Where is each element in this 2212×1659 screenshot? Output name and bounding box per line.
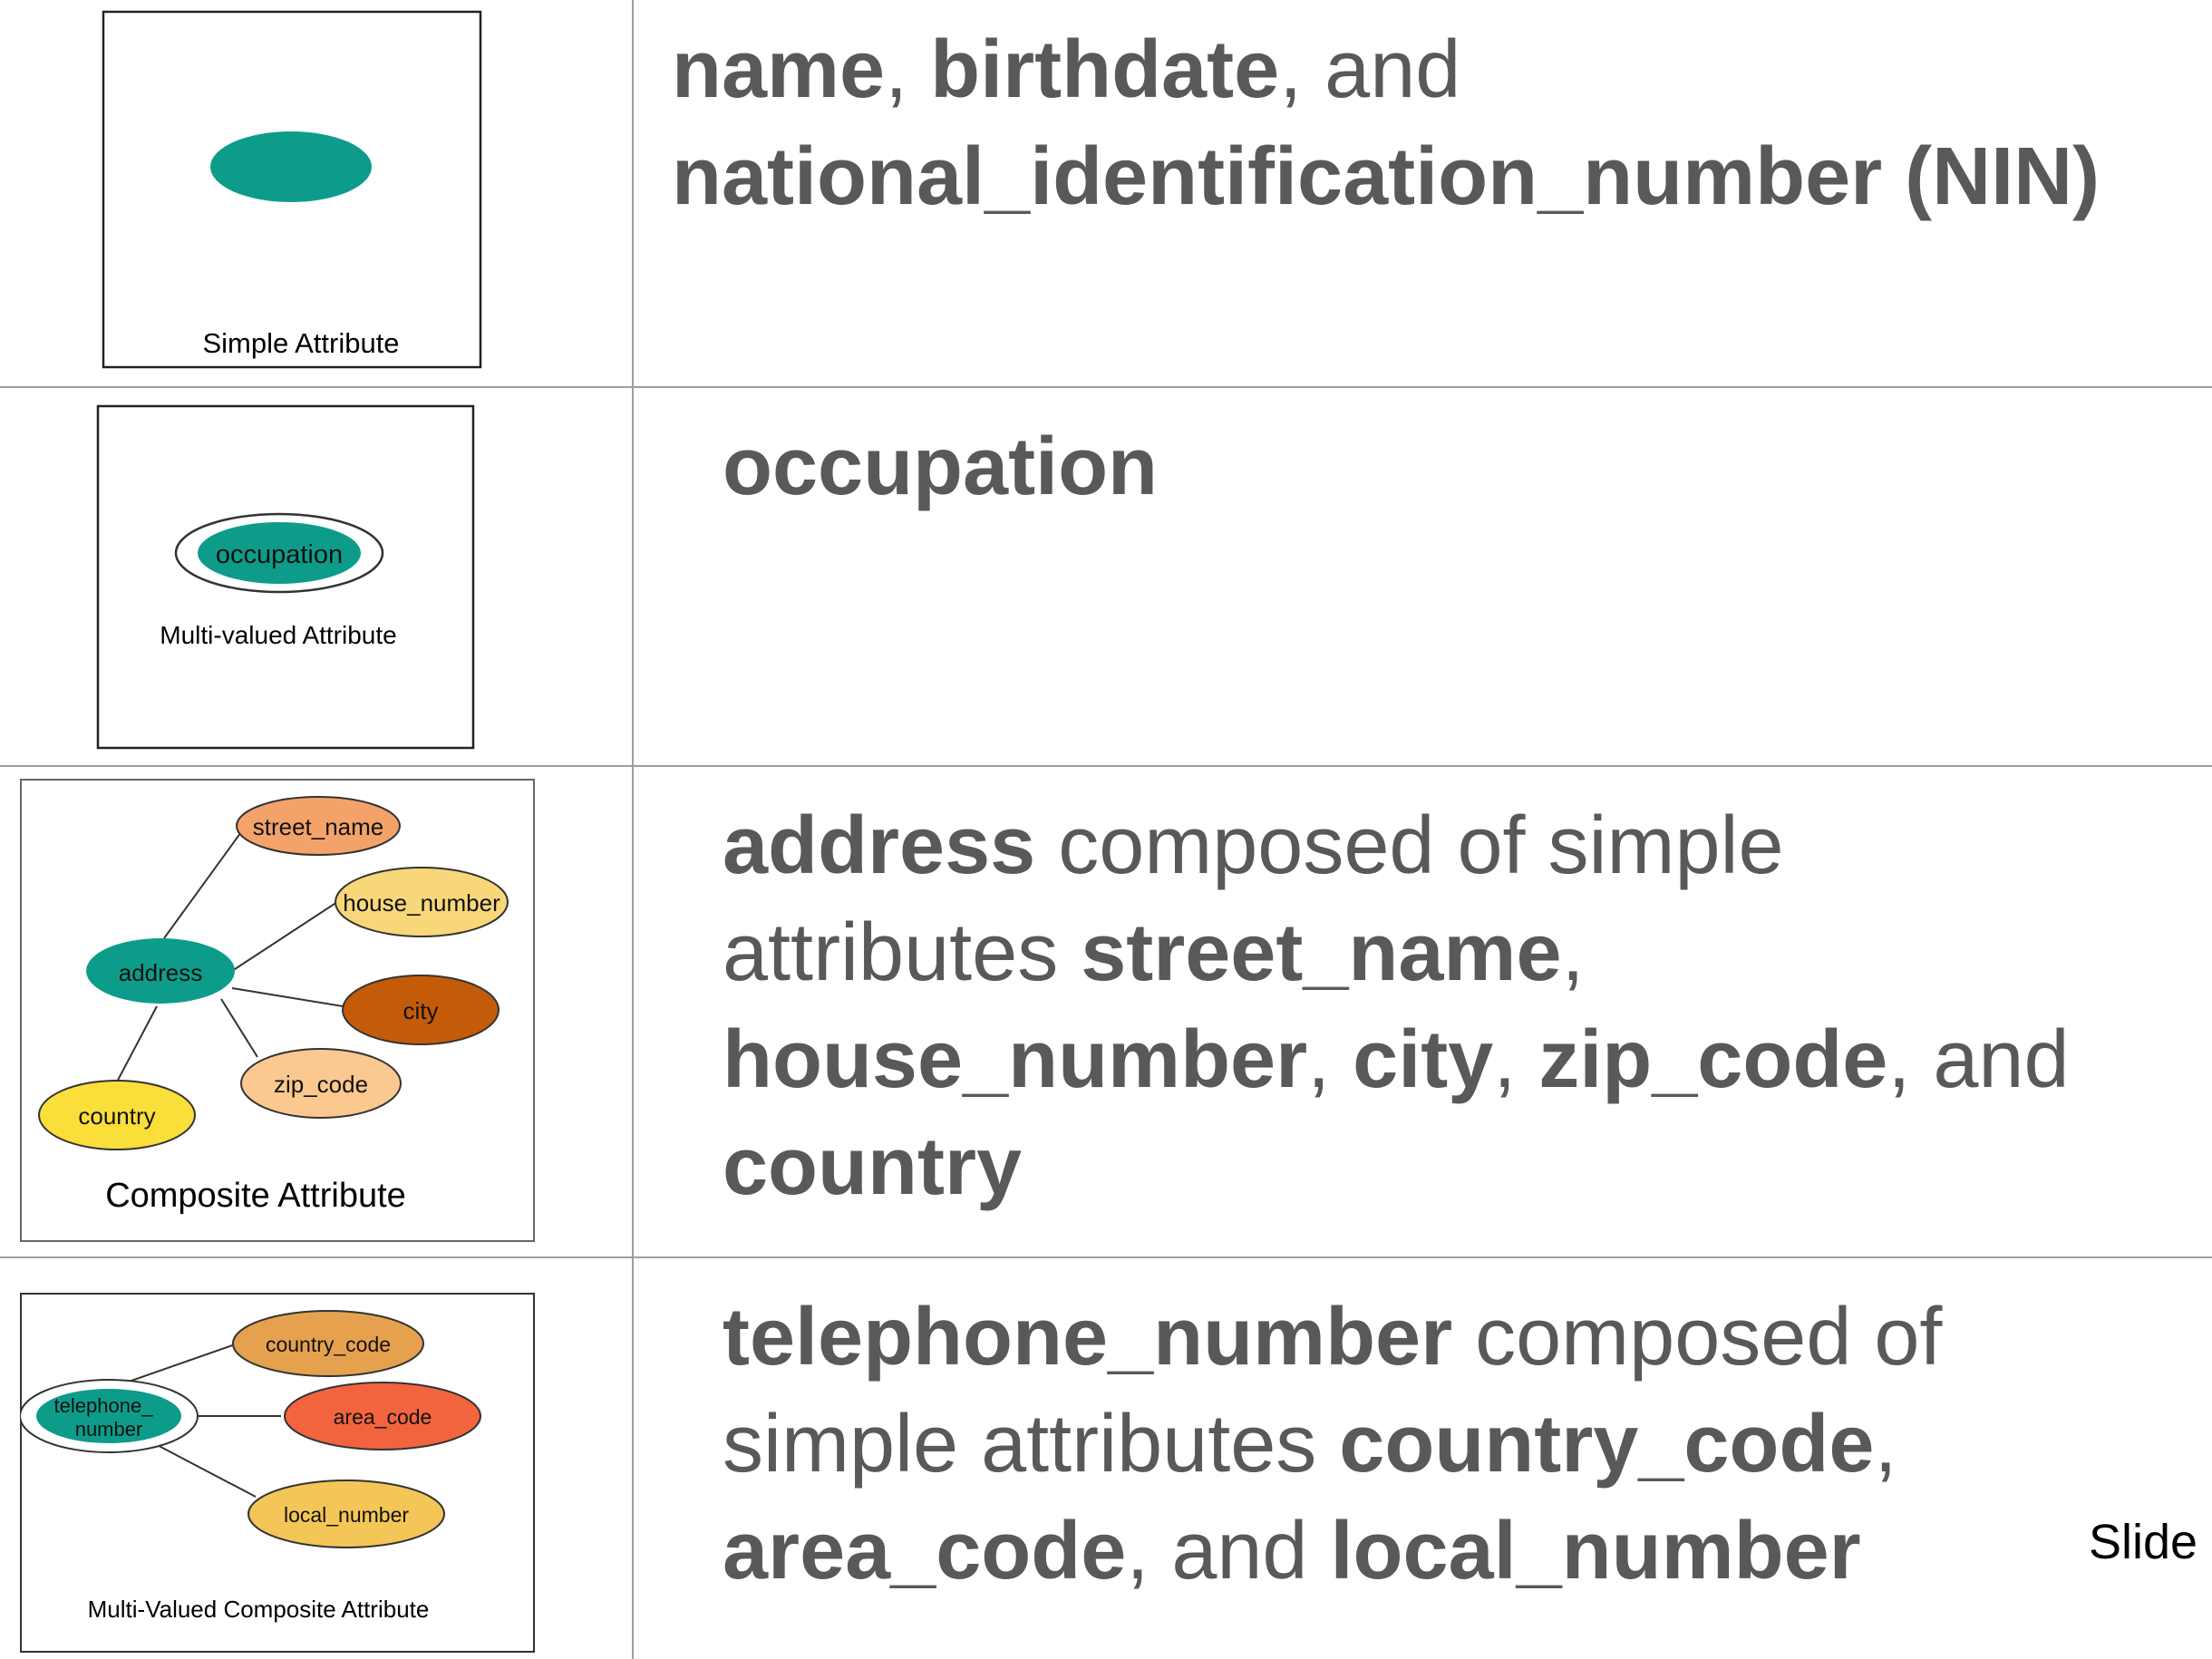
slide-label: Slide	[2089, 1515, 2198, 1569]
country-node	[38, 1080, 196, 1150]
zip-code-node-label: zip_code	[274, 1071, 368, 1098]
street-name-node	[236, 796, 401, 856]
multivalued-composite-attribute-figure: telephone_ number country_code area_code…	[20, 1293, 535, 1653]
occupation-node-label: occupation	[216, 540, 343, 569]
house-number-node-label: house_number	[343, 889, 500, 917]
term-street-name: street_name	[1081, 907, 1562, 998]
term-birthdate: birthdate	[930, 24, 1280, 115]
figure-caption: Multi-valued Attribute	[160, 621, 396, 649]
city-node-label: city	[403, 997, 439, 1024]
telephone-node-label-line2: number	[75, 1418, 143, 1441]
term-city: city	[1353, 1014, 1494, 1105]
row-divider-2	[0, 765, 2212, 767]
zip-code-node	[240, 1048, 402, 1119]
simple-attribute-figure: Simple Attribute	[102, 10, 482, 369]
term-house-number: house_number	[723, 1014, 1308, 1105]
connector-lines	[113, 825, 349, 1088]
multivalued-attribute-figure: occupation Multi-valued Attribute	[96, 404, 475, 750]
telephone-number-node	[36, 1389, 181, 1443]
street-name-node-label: street_name	[253, 813, 384, 840]
country-code-node	[232, 1310, 424, 1377]
house-number-node	[335, 867, 509, 937]
term-address: address	[723, 800, 1036, 891]
address-node-label: address	[119, 959, 203, 986]
term-telephone-number: telephone_number	[723, 1292, 1453, 1382]
composite-attribute-figure: address street_name house_number city zi…	[20, 779, 535, 1242]
term-occupation: occupation	[723, 422, 1159, 512]
country-code-node-label: country_code	[266, 1333, 391, 1356]
term-local-number: local_number	[1330, 1506, 1861, 1596]
row-divider-1	[0, 386, 2212, 388]
country-node-label: country	[78, 1102, 155, 1130]
column-divider	[632, 0, 634, 1659]
city-node	[342, 975, 500, 1045]
area-code-node-label: area_code	[334, 1405, 432, 1429]
area-code-node	[284, 1382, 481, 1450]
term-area-code: area_code	[723, 1506, 1127, 1596]
local-number-node-label: local_number	[284, 1503, 409, 1527]
term-nin: national_identification_number (NIN)	[672, 131, 2100, 222]
telephone-node-label-line1: telephone_	[54, 1394, 154, 1417]
row3-description: address composed of simple attributes st…	[723, 800, 2070, 1212]
figure-caption: Composite Attribute	[105, 1177, 406, 1215]
row-divider-3	[0, 1256, 2212, 1258]
term-name: name	[672, 24, 886, 115]
figure-caption: Simple Attribute	[202, 327, 399, 359]
row2-description: occupation	[723, 413, 1158, 520]
term-country-code: country_code	[1339, 1399, 1875, 1489]
occupation-node	[198, 522, 361, 584]
row1-description: name, birthdate, and national_identifica…	[672, 24, 2100, 222]
term-zip-code: zip_code	[1538, 1014, 1888, 1105]
term-country: country	[723, 1121, 1023, 1212]
simple-attribute-ellipse	[210, 131, 372, 202]
local-number-node	[247, 1480, 445, 1548]
figure-caption: Multi-Valued Composite Attribute	[88, 1596, 430, 1623]
address-node	[86, 938, 235, 1004]
row4-description: telephone_number composed of simple attr…	[723, 1292, 1943, 1596]
